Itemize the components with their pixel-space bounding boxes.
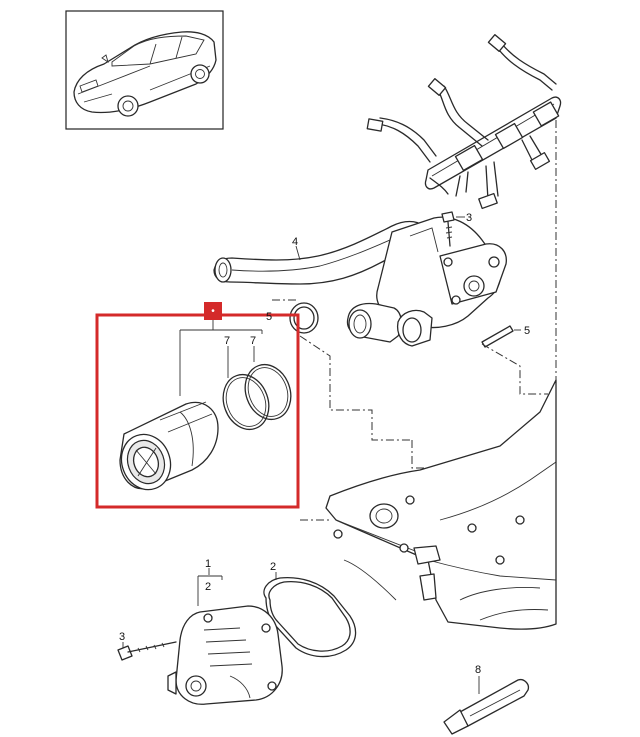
pin-part-5 [481,325,521,348]
o-ring-part-5 [289,302,319,334]
callout-1: 1 [205,558,211,570]
callout-2-gasket: 2 [270,561,276,573]
callout-8: 8 [475,664,481,676]
callout-4: 4 [292,236,298,248]
thermostat-kit-highlight [95,302,300,509]
thermostat-insert [119,401,219,491]
callout-3-lower: 3 [119,631,125,643]
bolt-part-3-upper [441,211,455,247]
water-pump-part-1 [167,568,283,705]
highlight-marker: • [211,306,215,317]
sealant-tube-part-8 [443,676,530,735]
thermostat-housing [346,216,507,347]
fuel-rail-assembly [366,34,562,210]
callout-5-ring: 5 [266,311,272,323]
car-thumbnail [65,10,224,130]
leader-4 [295,245,301,261]
callout-7-left: 7 [224,335,230,347]
sealing-rings-part-7 [222,363,292,431]
callout-3-upper: 3 [466,212,472,224]
callout-5-pin: 5 [524,325,530,337]
engine-block [325,379,557,630]
kit-bracket-lines [179,320,263,396]
callout-7-right: 7 [250,335,256,347]
bolt-part-3-lower [117,641,177,661]
callout-2-pump: 2 [205,581,211,593]
coolant-hose-part-4 [213,220,425,285]
